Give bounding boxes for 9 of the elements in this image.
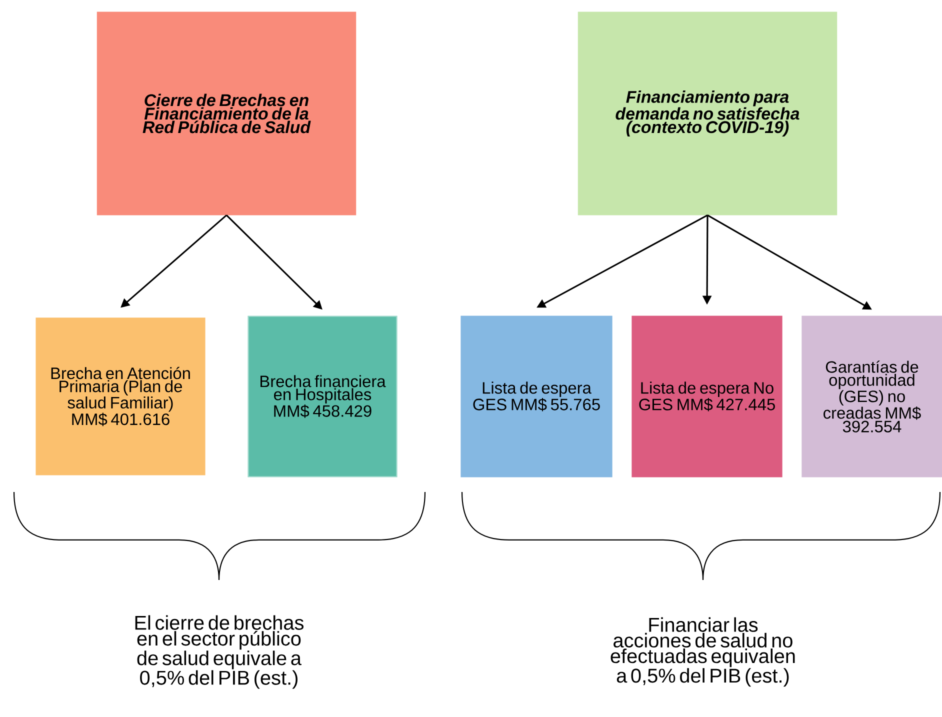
note-text: El cierre de brechas en el sector público de salud equivale a 0,5% del PIB (est.) xyxy=(135,615,304,689)
category-box: Financiamiento para demanda no satisfecha (contexto COVID-19) xyxy=(578,12,838,216)
amount-box: Lista de espera GES MM$ 55.765 xyxy=(460,316,612,478)
amount-box: Brecha en Atención Primaria (Plan de salud Familiar) MM$ 401.616 xyxy=(36,318,206,476)
amount-box: Garantías de oportunidad (GES) no creadas MM$ 392.554 xyxy=(802,316,942,478)
note-text: Financiar las acciones de salud no efectuadas equivalen a 0,5% del PIB (est.) xyxy=(610,617,795,687)
category-box: Cierre de Brechas en Financiamiento de la Red Pública de Salud xyxy=(96,12,356,216)
amount-box: Brecha financiera en Hospitales MM$ 458.429 xyxy=(248,316,398,478)
amount-box: Lista de espera No GES MM$ 427.445 xyxy=(632,316,782,478)
